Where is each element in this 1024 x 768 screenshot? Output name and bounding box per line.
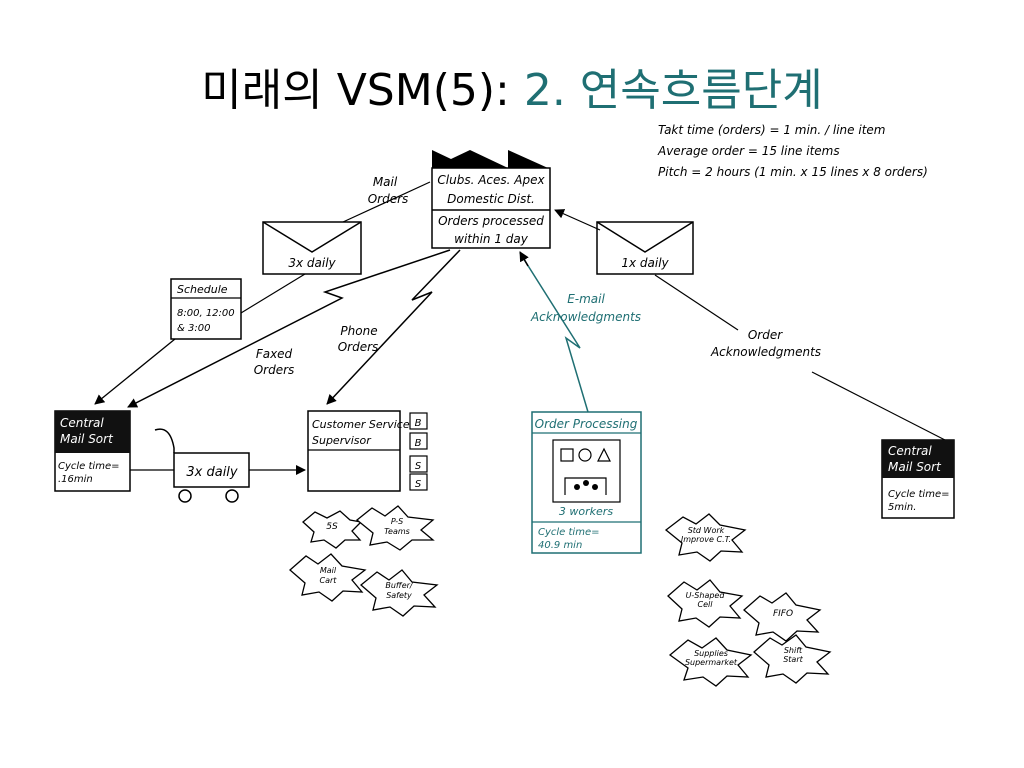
factory-name-1: Clubs. Aces. Apex — [437, 173, 545, 187]
kaizen-shift-label-1: Shift — [784, 646, 803, 655]
customer-service-box: Customer Service Supervisor B B S S — [307, 410, 428, 492]
kaizen-stdwork-label-2: Improve C.T. — [681, 535, 731, 544]
order-proc-title: Order Processing — [535, 417, 638, 431]
order-ack-label-2: Acknowledgments — [710, 345, 821, 359]
csr-b-2: B — [415, 438, 422, 449]
kaizen-fifo-label: FIFO — [773, 609, 793, 619]
email-label-1: E-mail — [567, 292, 605, 306]
mail-cart-icon: 3x daily — [154, 428, 250, 503]
kaizen-buffer-label-1: Buffer/ — [385, 581, 414, 590]
kaizen-burst-fifo: FIFO — [743, 592, 822, 642]
csr-title-2: Supervisor — [312, 434, 372, 447]
mail-envelope-left: 3x daily — [262, 221, 362, 275]
cms-left-title-2: Mail Sort — [60, 432, 114, 446]
schedule-to-mailsort-arrow — [94, 338, 176, 405]
phone-label-2: Orders — [338, 340, 379, 354]
order-ack-line-lower — [811, 371, 946, 441]
kaizen-ushaped-label-2: Cell — [698, 600, 714, 609]
schedule-line-1: 8:00, 12:00 — [177, 308, 235, 319]
order-ack-line-upper — [654, 274, 739, 331]
mail-envelope-right: 1x daily — [596, 221, 694, 275]
mail-to-schedule-line — [240, 273, 306, 314]
email-ack-arrowhead — [519, 251, 529, 267]
cms-right-data-1: Cycle time= — [888, 489, 949, 500]
kaizen-supplies-label-1: Supplies — [694, 649, 728, 658]
cell-layout-icon — [552, 439, 621, 503]
cms-left-data-1: Cycle time= — [58, 461, 119, 472]
cms-left-data-2: .16min — [58, 474, 93, 485]
kaizen-burst-shift-start: Shift Start — [753, 634, 832, 684]
kaizen-mailcart-label-1: Mail — [320, 566, 337, 575]
schedule-title: Schedule — [177, 283, 228, 296]
takt-line-3: Pitch = 2 hours (1 min. x 15 lines x 8 o… — [658, 165, 928, 179]
phone-orders-arrow — [326, 249, 461, 405]
cms-left-title-1: Central — [60, 416, 104, 430]
kaizen-ps-label-1: P-S — [391, 517, 403, 526]
mail-right-freq: 1x daily — [621, 256, 669, 270]
csr-s-2: S — [415, 479, 422, 490]
faxed-orders-arrow — [127, 249, 451, 408]
title-main: 미래의 VSM(5): — [201, 65, 524, 116]
email-ack-line — [519, 252, 589, 413]
page-title: 미래의 VSM(5): 2. 연속흐름단계 — [0, 54, 1024, 118]
kaizen-burst-5s: 5S — [302, 510, 363, 549]
phone-label-1: Phone — [340, 324, 377, 338]
kaizen-supplies-label-2: Supermarket — [685, 658, 738, 667]
kaizen-stdwork-label-1: Std Work — [688, 526, 725, 535]
csr-title-1: Customer Service — [312, 418, 410, 431]
schedule-box: Schedule 8:00, 12:00 & 3:00 — [170, 278, 242, 340]
kaizen-burst-buffer-safety: Buffer/ Safety — [359, 569, 439, 617]
order-proc-data-1: Cycle time= — [538, 527, 599, 538]
kaizen-burst-supplies: Supplies Supermarket — [668, 637, 753, 687]
takt-notes: Takt time (orders) = 1 min. / line item … — [657, 123, 928, 179]
factory-icon: Clubs. Aces. Apex Domestic Dist. Orders … — [431, 150, 551, 249]
order-ack-label-1: Order — [748, 328, 783, 342]
title-accent: 2. 연속흐름단계 — [523, 65, 823, 116]
kaizen-ushaped-label-1: U-Shaped — [686, 591, 726, 600]
factory-note-2: within 1 day — [454, 232, 529, 246]
factory-name-2: Domestic Dist. — [447, 192, 535, 206]
kaizen-burst-ps-teams: P-S Teams — [355, 505, 435, 551]
kaizen-burst-mail-cart: Mail Cart — [289, 553, 367, 602]
order-proc-workers: 3 workers — [559, 505, 613, 518]
order-proc-data-2: 40.9 min — [538, 540, 582, 551]
kaizen-burst-u-shaped: U-Shaped Cell — [667, 579, 744, 628]
faxed-label-2: Orders — [254, 363, 295, 377]
cms-right-title-1: Central — [888, 444, 932, 458]
takt-line-2: Average order = 15 line items — [657, 144, 840, 158]
central-mail-sort-right: Central Mail Sort Cycle time= 5min. — [881, 439, 955, 519]
factory-note-1: Orders processed — [438, 214, 544, 228]
cart-label: 3x daily — [186, 465, 238, 480]
kaizen-shift-label-2: Start — [783, 655, 803, 664]
mail-orders-label-2: Orders — [368, 192, 409, 206]
mail-right-to-factory-arrow — [554, 209, 601, 231]
cms-right-data-2: 5min. — [888, 502, 916, 513]
mail-left-freq: 3x daily — [288, 256, 336, 270]
kaizen-ps-label-2: Teams — [384, 527, 410, 536]
takt-line-1: Takt time (orders) = 1 min. / line item — [658, 123, 885, 137]
kaizen-buffer-label-2: Safety — [386, 591, 412, 600]
kaizen-burst-std-work: Std Work Improve C.T. — [664, 513, 747, 562]
csr-b-1: B — [415, 418, 422, 429]
order-processing-box: Order Processing 3 workers Cycle time= 4… — [531, 411, 642, 554]
csr-s-1: S — [415, 461, 422, 472]
cms-right-title-2: Mail Sort — [888, 460, 942, 474]
faxed-label-1: Faxed — [256, 347, 293, 361]
mail-to-factory-line — [342, 181, 431, 223]
kaizen-mailcart-label-2: Cart — [320, 576, 338, 585]
mail-orders-label-1: Mail — [373, 175, 398, 189]
central-mail-sort-left: Central Mail Sort Cycle time= .16min — [54, 410, 131, 492]
kaizen-5s-label: 5S — [326, 522, 338, 532]
schedule-line-2: & 3:00 — [177, 323, 210, 334]
email-label-2: Acknowledgments — [530, 310, 641, 324]
